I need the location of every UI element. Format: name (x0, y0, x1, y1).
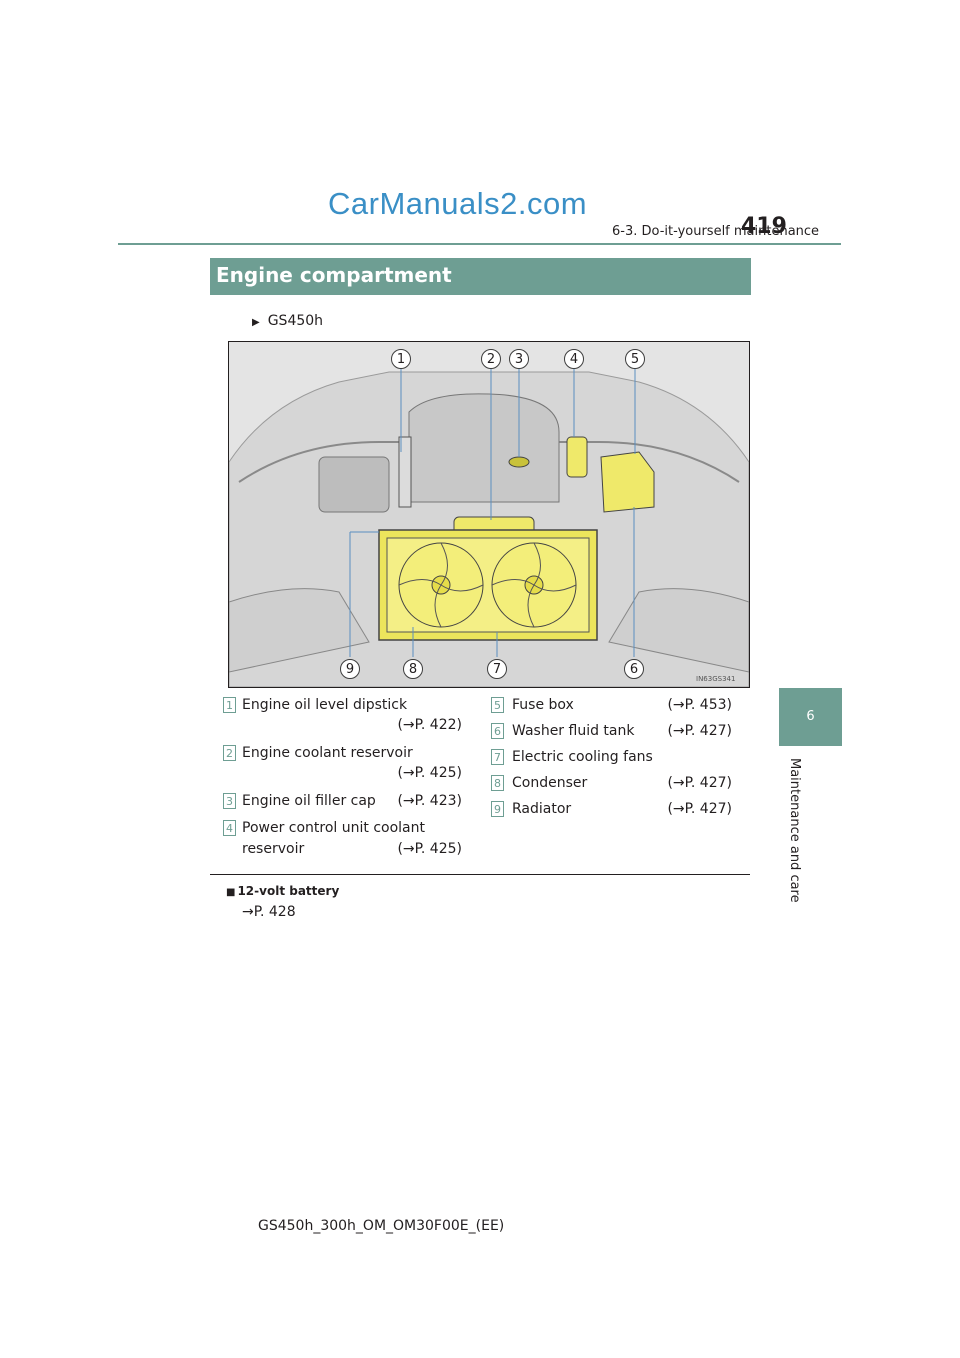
model-heading: ▶ GS450h (252, 313, 323, 329)
legend-ref: (→P. 425) (397, 765, 462, 781)
note-page-link[interactable]: →P. 428 (242, 904, 296, 920)
legend-label: Condenser (512, 775, 588, 791)
legend-label-continued: reservoir (242, 841, 305, 857)
legend-label: Power control unit coolant (242, 820, 425, 836)
callout-3: 3 (509, 349, 529, 369)
legend-ref: (→P. 427) (667, 775, 732, 791)
legend-ref: (→P. 427) (667, 801, 732, 817)
chapter-tab: 6 (779, 688, 842, 746)
callout-5: 5 (625, 349, 645, 369)
triangle-marker-icon: ▶ (252, 317, 260, 328)
page-number: 419 (741, 214, 787, 239)
legend-number: 4 (223, 820, 236, 836)
legend-number: 6 (491, 723, 504, 739)
document-code: GS450h_300h_OM_OM30F00E_(EE) (258, 1218, 505, 1234)
engine-drawing (229, 342, 749, 687)
square-bullet-icon: ■ (226, 887, 236, 898)
legend-number: 9 (491, 801, 504, 817)
legend-ref: (→P. 422) (397, 717, 462, 733)
engine-compartment-illustration: 1 2 3 4 5 9 8 7 6 IN63GS341 (228, 341, 750, 688)
chapter-label: Maintenance and care (787, 758, 802, 903)
legend-ref: (→P. 425) (397, 841, 462, 857)
callout-1: 1 (391, 349, 411, 369)
legend-label: Electric cooling fans (512, 749, 653, 765)
section-title-bar: Engine compartment (210, 258, 751, 295)
note-title: 12-volt battery (237, 884, 340, 898)
callout-9: 9 (340, 659, 360, 679)
legend-number: 8 (491, 775, 504, 791)
figure-code: IN63GS341 (696, 675, 736, 683)
legend-label: Engine oil level dipstick (242, 697, 408, 713)
header-divider (118, 243, 841, 245)
legend-label: Radiator (512, 801, 572, 817)
section-breadcrumb: 6-3. Do-it-yourself maintenance (612, 224, 820, 239)
callout-6: 6 (624, 659, 644, 679)
legend-label: Engine oil filler cap (242, 793, 376, 809)
callout-8: 8 (403, 659, 423, 679)
legend-ref: (→P. 423) (397, 793, 462, 809)
legend-number: 5 (491, 697, 504, 713)
legend-label: Washer fluid tank (512, 723, 635, 739)
legend-label: Fuse box (512, 697, 574, 713)
note-heading: ■12-volt battery (226, 884, 339, 898)
legend-number: 3 (223, 793, 236, 809)
legend-ref: (→P. 427) (667, 723, 732, 739)
section-title: Engine compartment (216, 263, 452, 287)
watermark-logo: CarManuals2.com (328, 186, 588, 221)
legend-number: 1 (223, 697, 236, 713)
model-name: GS450h (267, 313, 324, 329)
legend-number: 7 (491, 749, 504, 765)
legend-label: Engine coolant reservoir (242, 745, 413, 761)
callout-7: 7 (487, 659, 507, 679)
callout-2: 2 (481, 349, 501, 369)
legend-ref: (→P. 453) (667, 697, 732, 713)
legend-divider (210, 874, 750, 875)
callout-4: 4 (564, 349, 584, 369)
legend-number: 2 (223, 745, 236, 761)
